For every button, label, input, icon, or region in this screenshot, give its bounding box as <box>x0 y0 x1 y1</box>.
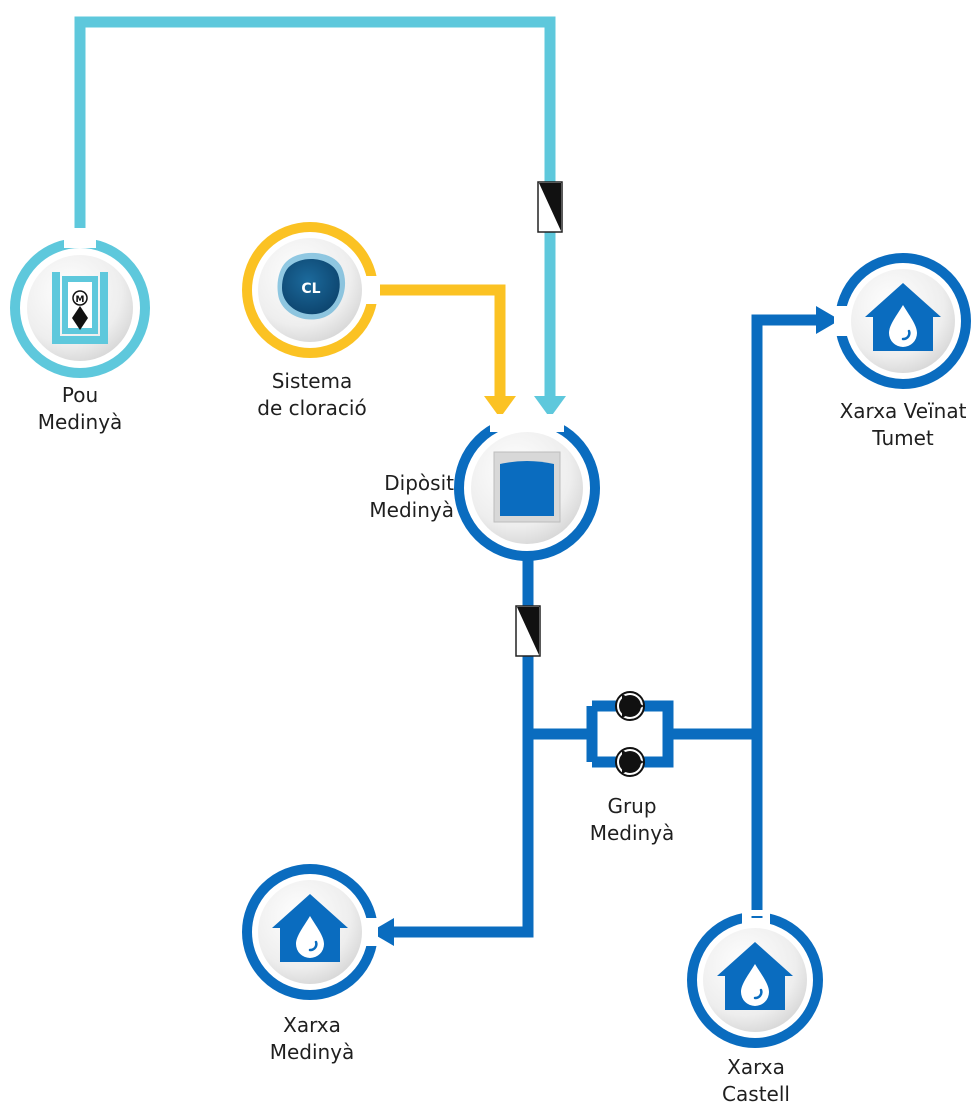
label-xarxa-veinat-tumet: Xarxa Veïnat Tumet <box>840 398 967 452</box>
house-drop-icon <box>865 283 941 351</box>
pipe-pump-group <box>528 700 760 768</box>
house-drop-icon <box>272 894 348 962</box>
label-line: Dipòsit <box>384 471 454 495</box>
node-sistema-cloracio[interactable]: CL <box>242 222 380 358</box>
well-pump-icon: M <box>52 272 108 344</box>
label-line: Medinyà <box>369 498 454 522</box>
label-xarxa-medinya: Xarxa Medinyà <box>270 1012 355 1066</box>
check-valve-icon <box>537 181 563 233</box>
veinat-arrow <box>816 306 840 334</box>
label-line: Sistema <box>271 369 353 393</box>
pump-icon <box>615 691 645 721</box>
label-pou-medinya: Pou Medinyà <box>38 382 123 436</box>
label-line: Tumet <box>872 426 934 450</box>
label-line: Xarxa <box>727 1055 785 1079</box>
xarxa-medinya-arrow <box>370 918 394 946</box>
label-line: Pou <box>61 383 99 407</box>
pump-icon <box>615 747 645 777</box>
label-line: de cloració <box>257 396 367 420</box>
label-xarxa-castell: Xarxa Castell <box>722 1054 790 1108</box>
check-valve-icon <box>515 605 541 657</box>
house-drop-icon <box>717 942 793 1010</box>
node-pou[interactable]: M <box>10 232 150 378</box>
label-line: Grup <box>607 794 657 818</box>
node-xarxa-castell[interactable] <box>687 910 823 1048</box>
node-diposit[interactable] <box>454 414 600 561</box>
label-sistema-cloracio: Sistema de cloració <box>257 368 366 422</box>
label-diposit-medinya: Dipòsit Medinyà <box>369 470 454 524</box>
pipe-tank-out <box>390 556 534 938</box>
label-line: Castell <box>722 1082 790 1106</box>
pipe-riser <box>751 314 820 918</box>
chlorine-arrow <box>484 396 516 418</box>
label-line: Medinyà <box>37 410 123 434</box>
svg-text:M: M <box>76 295 85 305</box>
node-xarxa-veinat-tumet[interactable] <box>834 253 971 389</box>
pipe-chlorine <box>372 284 506 398</box>
chlorine-icon: CL <box>277 252 346 320</box>
label-line: Medinyà <box>589 821 675 845</box>
node-xarxa-medinya[interactable] <box>242 864 378 1000</box>
raw-water-arrow <box>534 396 566 418</box>
chlorine-badge-label: CL <box>301 281 320 297</box>
label-line: Xarxa Veïnat <box>839 399 967 423</box>
label-grup-medinya: Grup Medinyà <box>590 793 675 847</box>
label-line: Medinyà <box>269 1040 355 1064</box>
tank-icon <box>493 451 561 523</box>
label-line: Xarxa <box>283 1013 341 1037</box>
node-grup-medinya[interactable] <box>615 691 645 777</box>
